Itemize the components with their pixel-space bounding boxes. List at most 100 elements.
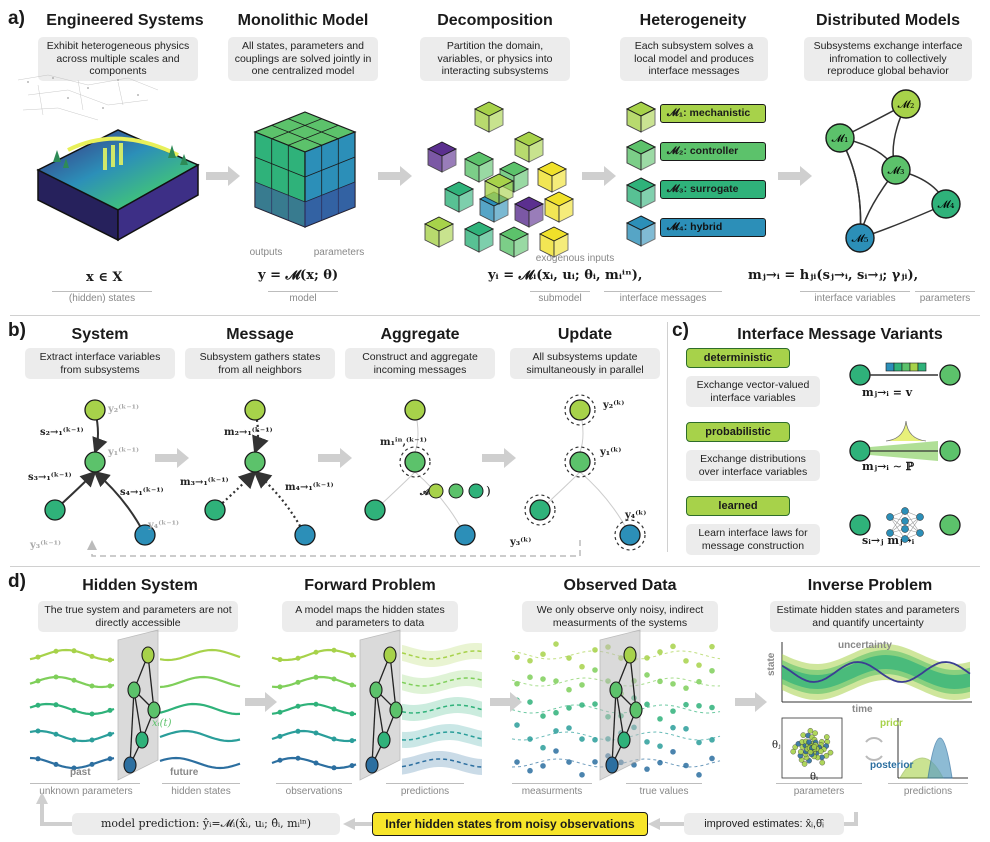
panel-a-label: a) [8,8,25,29]
model-cube-icon [625,177,657,209]
model-tag-3: 𝓜₃: surrogate [660,180,766,199]
decomposition-title: Decomposition [437,12,553,29]
step-desc-1: Subsystem gathers states from all neighb… [185,348,335,379]
panel-c-illustrations [849,362,961,543]
b-node [569,399,591,421]
distributed-graph: 𝓜₁ 𝓜₂ 𝓜₃ 𝓜₄ 𝓜₅ [825,89,961,253]
b-node [619,524,641,546]
b-node [404,451,426,473]
panel-b-graphs: s₂→₁⁽ᵏ⁻¹⁾s₃→₁⁽ᵏ⁻¹⁾s₄→₁⁽ᵏ⁻¹⁾y₂⁽ᵏ⁻¹⁾y₁⁽ᵏ⁻¹… [28,394,646,557]
observed-desc: We only observe only noisy, indirect mea… [522,601,718,632]
arrow-a1 [206,166,240,186]
decomposition-desc: Partition the domain, variables, or phys… [420,37,570,81]
observed-true-label: true values [639,786,689,797]
dist-node-label: 𝓜₁ [832,132,849,145]
dist-node-label: 𝓜₃ [888,164,905,177]
model-prediction-box: model prediction: ŷᵢ=𝓜ᵢ(x̂ᵢ, uᵢ; θ̂ᵢ, mᵢ… [72,813,340,835]
inverse-state-label: state [766,652,777,676]
dist-node-label: 𝓜₄ [938,198,955,211]
label-m21: m₂→₁⁽ᵏ⁻¹⁾ [224,427,273,438]
label-y3: y₃⁽ᵏ⁻¹⁾ [29,540,61,551]
label-y2k: y₂⁽ᵏ⁾ [602,400,624,411]
b-node [569,451,591,473]
svg-text:): ) [486,484,491,498]
decomposition-exo-label: exogenous inputs [535,253,615,264]
label-s41: s₄→₁⁽ᵏ⁻¹⁾ [120,487,164,498]
panel-b-label: b) [8,320,26,341]
observed-meas-label: measurments [521,786,583,797]
forward-pred-label: predictions [400,786,450,797]
b-node [84,399,106,421]
inverse-title: Inverse Problem [807,577,933,594]
panel-c-label: c) [672,320,689,341]
b-node [44,499,66,521]
hidden-past-label: past [70,767,91,778]
arrow-a2 [378,166,412,186]
label-y3k: y₃⁽ᵏ⁾ [509,537,531,548]
variant-desc-0: Exchange vector-valued interface variabl… [686,376,820,407]
b-node [244,451,266,473]
hidden-states-label: hidden states [171,786,231,797]
engineered-states-label: (hidden) states [68,293,136,304]
model-cube-icon [625,139,657,171]
arrow-a3 [582,166,616,186]
b-node [364,499,386,521]
step-desc-3: All subsystems update simultaneously in … [510,348,660,379]
step-title-0: System [71,326,129,343]
b-node [84,451,106,473]
hidden-xi-label: xᵢ(t) [152,718,172,729]
step-desc-2: Construct and aggregate incoming message… [345,348,495,379]
forward-obs-label: observations [285,786,343,797]
hidden-future-label: future [170,767,199,778]
hidden-params-label: unknown parameters [39,786,133,797]
inverse-pred-label: predictions [903,786,953,797]
distributed-eq: mⱼ→ᵢ = hⱼᵢ(sⱼ→ᵢ, sᵢ→ⱼ; γⱼᵢ), [748,268,919,283]
b-node [134,524,156,546]
monolithic-params-label: parameters [313,247,365,258]
dist-node-5 [845,223,875,253]
dist-node-label: 𝓜₂ [898,98,915,111]
variant-eq-1: mⱼ→ᵢ ∼ ℙ [862,460,915,473]
dist-node-3 [881,155,911,185]
model-tag-4: 𝓜₄: hybrid [660,218,766,237]
label-agg: 𝓐( [419,487,435,498]
label-y2: y₂⁽ᵏ⁻¹⁾ [107,404,139,415]
panel-d-scenes [29,629,972,781]
decomposition-cubes [423,101,575,258]
panel-c-title: Interface Message Variants [737,326,943,343]
decomposition-submodel-label: submodel [538,293,582,304]
variant-tag-probabilistic: probabilistic [686,422,790,442]
b-node [529,499,551,521]
inverse-time-label: time [852,704,873,715]
dist-node-2 [891,89,921,119]
label-m41: m₄→₁⁽ᵏ⁻¹⁾ [285,482,334,493]
variant-eq-0: mⱼ→ᵢ = v [862,386,913,399]
label-m1in: m₁ⁱⁿ,⁽ᵏ⁻¹⁾ [380,437,427,448]
inverse-prior-label: prior [880,718,903,729]
heterogeneity-desc: Each subsystem solves a local model and … [620,37,768,81]
model-tag-2: 𝓜₂: controller [660,142,766,161]
b-node [294,524,316,546]
variant-desc-1: Exchange distributions over interface va… [686,450,820,481]
label-y4k: y₄⁽ᵏ⁾ [624,510,646,521]
improved-estimates-box: improved estimates: x̂ᵢ,θ̂ᵢ [684,813,844,835]
b-node [204,499,226,521]
label-m31: m₃→₁⁽ᵏ⁻¹⁾ [180,477,229,488]
infer-hidden-states-box: Infer hidden states from noisy observati… [372,812,648,836]
monolithic-outputs-label: outputs [249,247,283,258]
label-s21: s₂→₁⁽ᵏ⁻¹⁾ [40,427,84,438]
forward-desc: A model maps the hidden states and param… [282,601,458,632]
engineered-title: Engineered Systems [46,12,204,29]
monolithic-model-label: model [289,293,317,304]
engineered-desc: Exhibit heterogeneous physics across mul… [38,37,198,81]
inverse-thetaj-label: θⱼ [772,740,781,751]
label-s31: s₃→₁⁽ᵏ⁻¹⁾ [28,472,72,483]
label-y4: y₄⁽ᵏ⁻¹⁾ [147,520,179,531]
distributed-title: Distributed Models [815,12,960,29]
b-node [454,524,476,546]
forward-title: Forward Problem [304,577,436,594]
dist-node-label: 𝓜₅ [852,232,869,245]
inverse-uncertainty-label: uncertainty [838,640,892,651]
model-cube-icon [625,101,657,133]
engineered-illustration [17,74,200,242]
